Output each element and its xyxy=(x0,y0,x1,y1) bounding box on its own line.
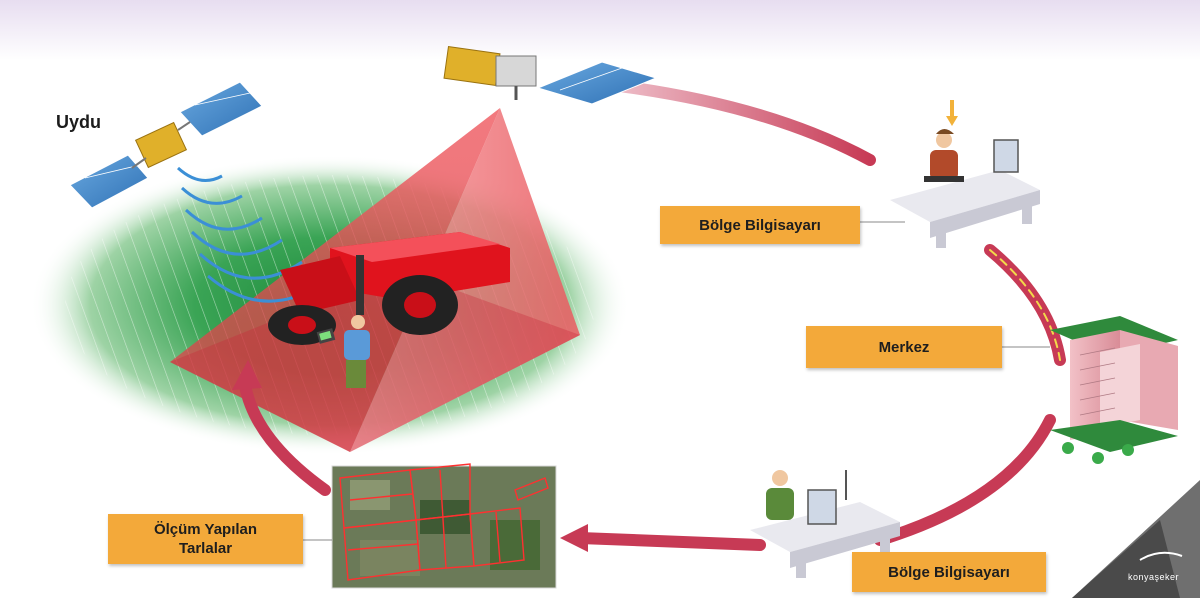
field-map-image xyxy=(331,463,557,589)
label-measured-fields: Ölçüm Yapılan Tarlalar xyxy=(108,514,303,564)
logo-corner xyxy=(1072,480,1200,598)
satellite-top-icon xyxy=(443,45,658,105)
label-regional-computer-top: Bölge Bilgisayarı xyxy=(660,206,860,244)
regional-computer-bottom-icon xyxy=(750,470,900,578)
top-band xyxy=(0,0,1200,60)
center-building-icon xyxy=(1050,316,1178,464)
tractor-icon xyxy=(268,232,510,345)
leader-lines xyxy=(303,221,1050,541)
label-measured-fields-line1: Ölçüm Yapılan xyxy=(153,521,258,538)
logo-text: konyaşeker xyxy=(1128,572,1180,582)
label-measured-fields-line2: Tarlalar xyxy=(178,540,233,557)
label-satellite: Uydu xyxy=(56,112,101,132)
label-center: Merkez xyxy=(806,326,1002,368)
satellite-left-icon xyxy=(69,81,263,209)
regional-computer-top-icon xyxy=(890,100,1040,248)
logo-swoosh-icon xyxy=(1139,551,1183,561)
farmer-icon xyxy=(316,315,370,388)
label-regional-computer-bottom: Bölge Bilgisayarı xyxy=(852,552,1046,592)
